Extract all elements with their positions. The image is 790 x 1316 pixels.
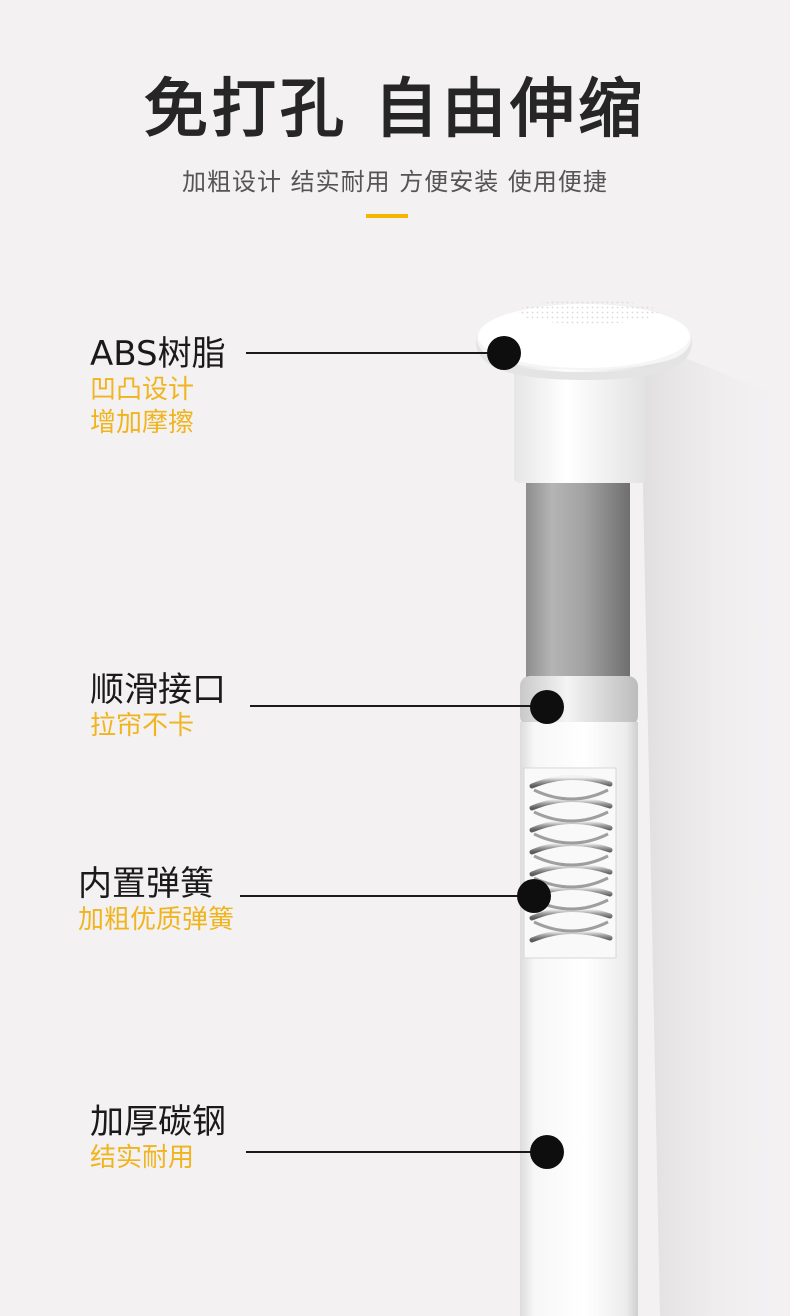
feature-name: ABS树脂 — [90, 334, 226, 374]
feature-name: 顺滑接口 — [90, 670, 226, 710]
feature-desc-line: 拉帘不卡 — [90, 711, 195, 741]
callout-dot — [530, 690, 564, 724]
page-subtitle: 加粗设计 结实耐用 方便安装 使用便捷 — [182, 168, 608, 196]
callout-dot — [517, 879, 551, 913]
feature-desc-line: 凹凸设计 — [90, 375, 195, 405]
feature-desc-line: 结实耐用 — [90, 1143, 195, 1173]
leader-line — [246, 352, 504, 354]
feature-name: 加厚碳钢 — [90, 1102, 226, 1142]
feature-smooth-joint: 顺滑接口 拉帘不卡 — [90, 670, 226, 743]
feature-built-in-spring: 内置弹簧 加粗优质弹簧 — [78, 864, 234, 937]
accent-divider — [366, 214, 408, 218]
feature-abs-resin: ABS树脂 凹凸设计 增加摩擦 — [90, 334, 226, 440]
leader-line — [250, 705, 546, 707]
leader-line — [246, 1151, 546, 1153]
leader-line — [240, 895, 534, 897]
callout-dot — [487, 336, 521, 370]
feature-desc-line: 加粗优质弹簧 — [78, 905, 235, 935]
page-title: 免打孔 自由伸缩 — [143, 73, 647, 147]
callout-dot — [530, 1135, 564, 1169]
feature-name: 内置弹簧 — [78, 864, 214, 904]
feature-thick-carbon-steel: 加厚碳钢 结实耐用 — [90, 1102, 226, 1175]
feature-desc-line: 增加摩擦 — [90, 408, 195, 438]
